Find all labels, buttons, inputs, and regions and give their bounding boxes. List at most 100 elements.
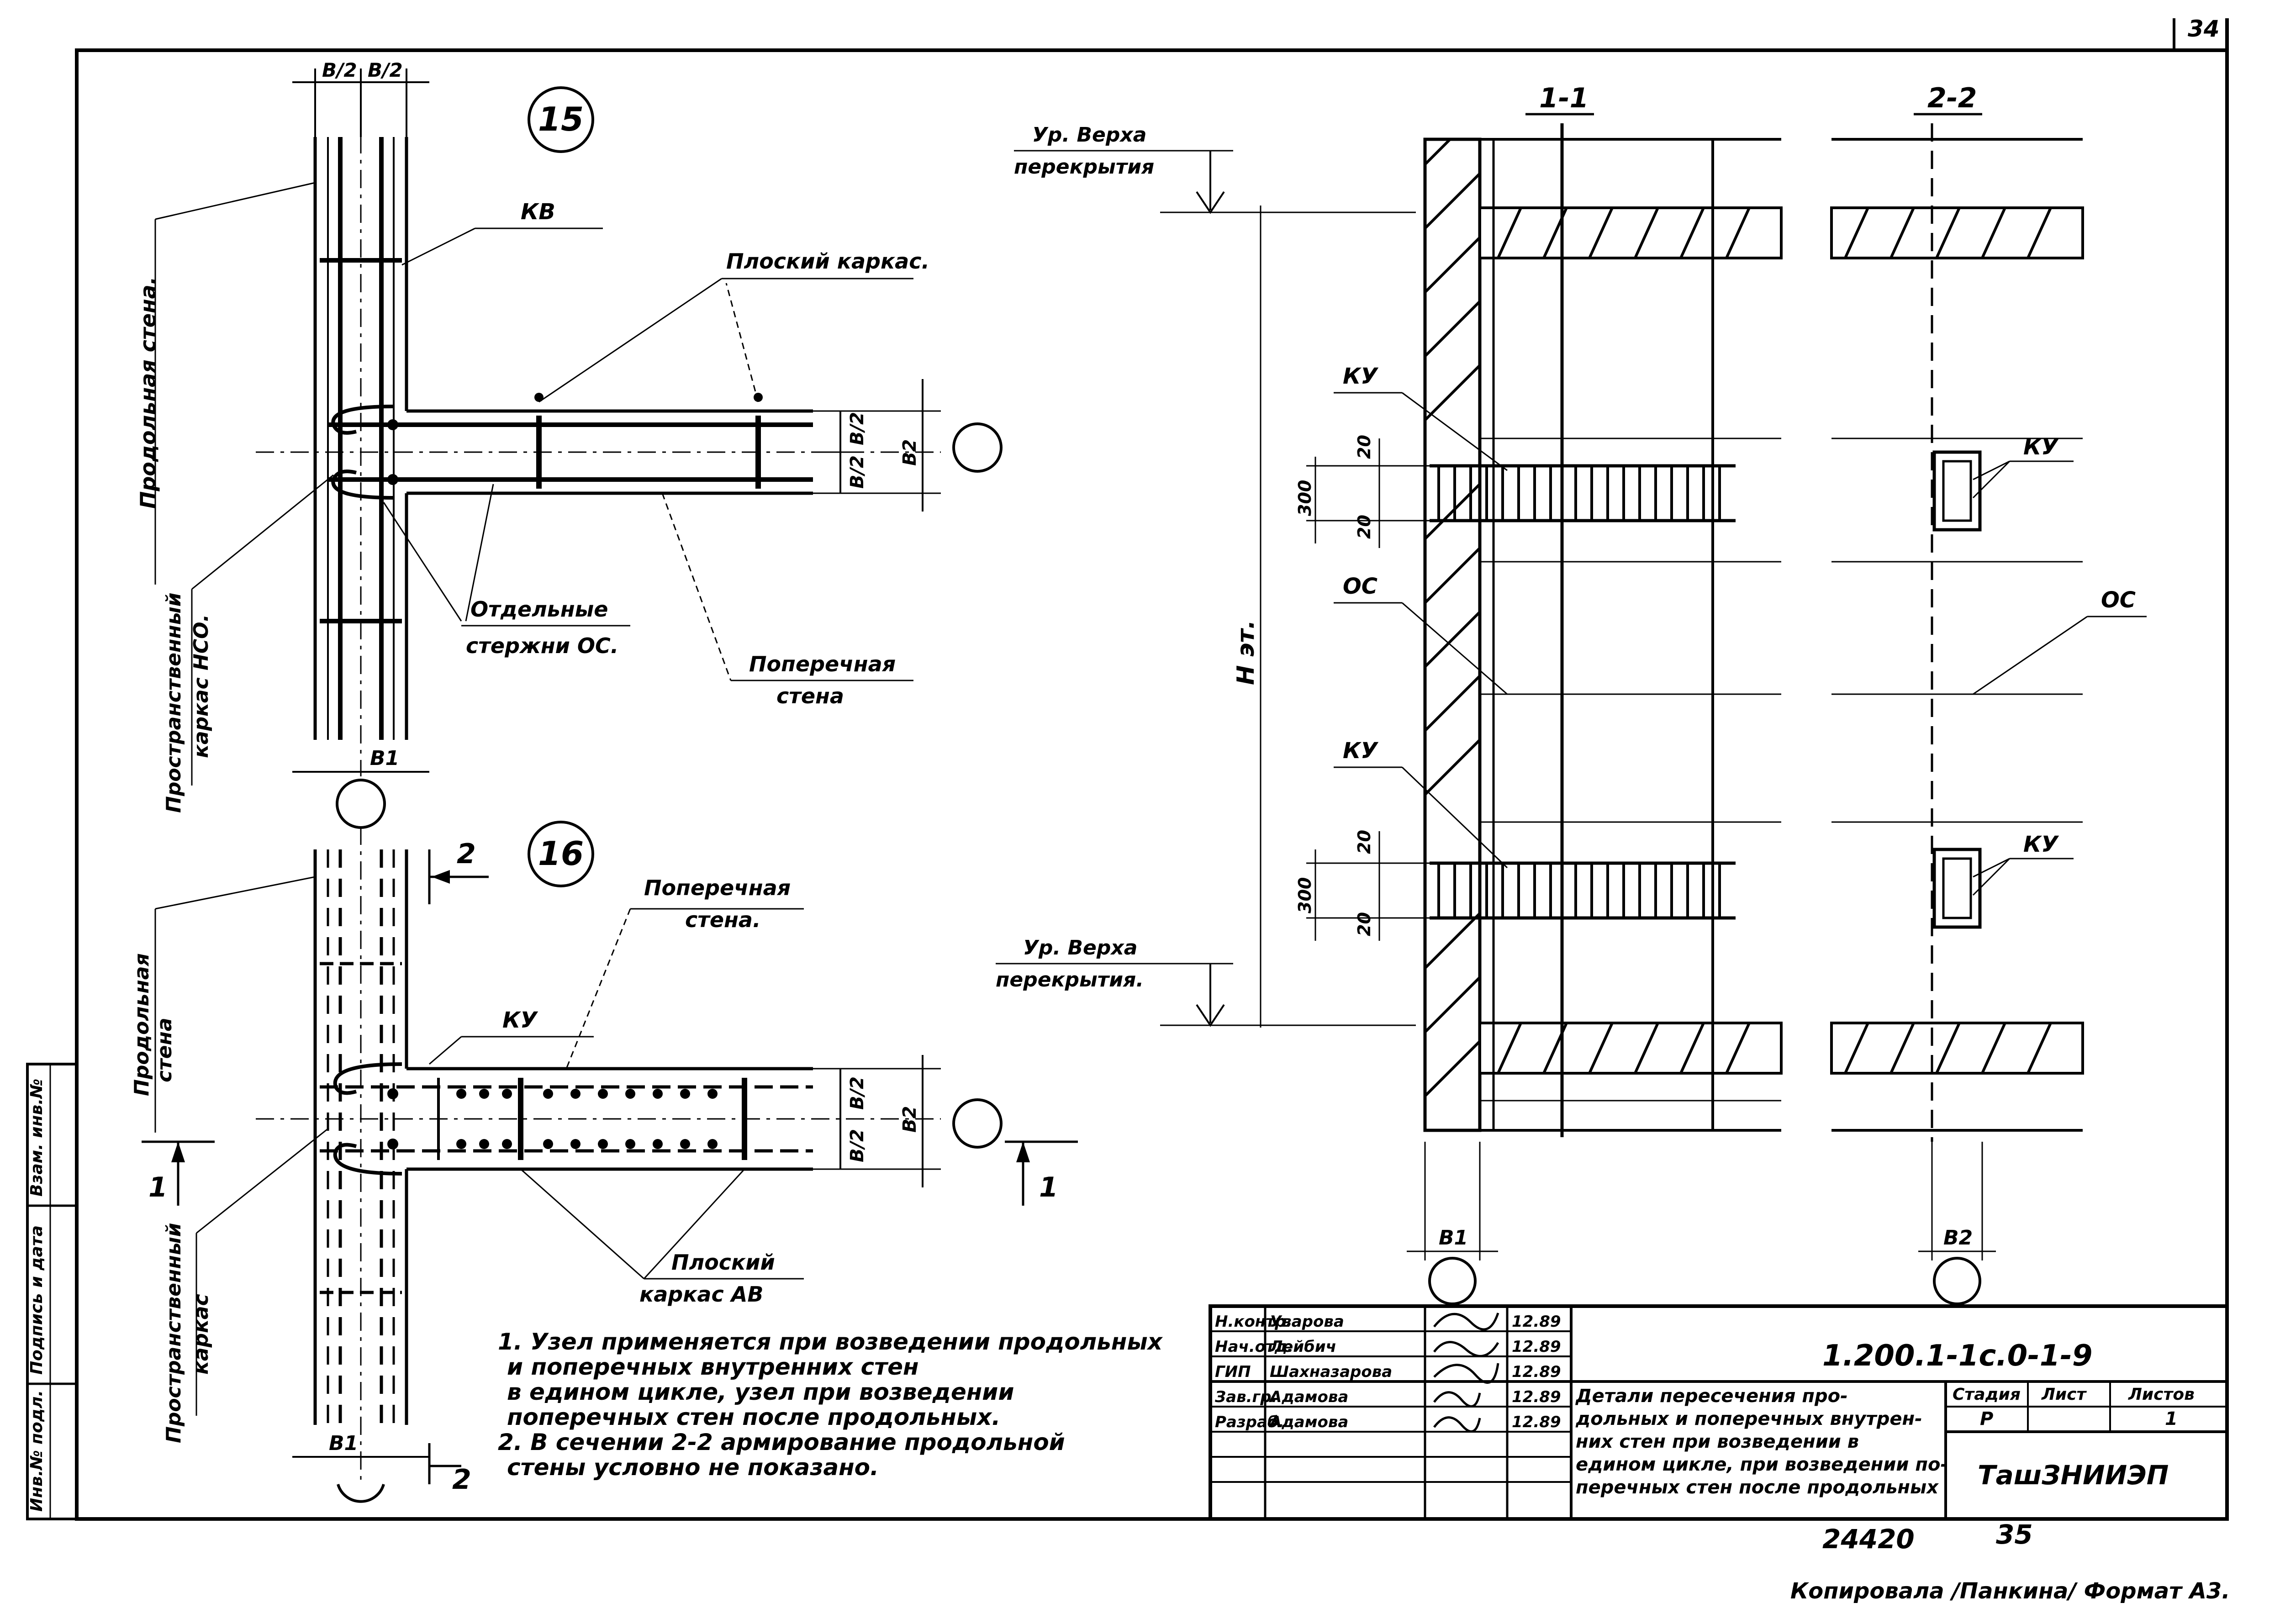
- section-2-2-dim-bottom: B2: [1943, 1226, 1973, 1250]
- section-2-2: 2-2 КУ: [1830, 82, 2147, 1305]
- stamp-signature-label: Подпись и дата: [27, 1225, 46, 1375]
- section-1-1-ku-top: КУ: [1343, 364, 1378, 389]
- sheet-frame: 34: [75, 16, 2229, 1521]
- note-line-1: 1. Узел применяется при возведении продо…: [498, 1329, 1163, 1355]
- inventory-number: 24420: [1822, 1524, 1915, 1555]
- title-block-organization: ТашЗНИИЭП: [1978, 1460, 2169, 1491]
- section-1-1-dim-20-a: 20: [1354, 435, 1374, 459]
- title-block-name-4: Адамова: [1268, 1388, 1348, 1406]
- node-16-dim-side-half-bottom: B/2: [847, 1129, 868, 1162]
- scan-note: Копировала /Панкина/ Формат А3.: [1790, 1578, 2230, 1604]
- node-16-flat-frame-1: Плоский: [671, 1250, 775, 1275]
- title-block-sheets-header: Листов: [2128, 1385, 2195, 1404]
- node-16-flat-frame-2: каркас АВ: [639, 1282, 763, 1307]
- node-16-spatial-frame-2: каркас: [190, 1294, 213, 1375]
- node-16-transverse-wall-2: стена.: [685, 907, 760, 932]
- title-block-sheet-header: Лист: [2041, 1385, 2087, 1404]
- stamp-replacement-label: Взам. инв.№: [27, 1079, 46, 1197]
- node-16-section-mark-1b: 1: [1039, 1171, 1058, 1203]
- page-number: 34: [2188, 16, 2220, 42]
- section-1-1-ku-frame-bottom: [1430, 861, 1736, 920]
- section-1-1-dim-20-b: 20: [1354, 515, 1374, 539]
- section-2-2-oc: ОС: [2101, 587, 2136, 613]
- section-1-1-dim-20-d: 20: [1354, 912, 1374, 936]
- section-1-1-title: 1-1: [1539, 82, 1589, 114]
- title-block-signatures: [1433, 1313, 1499, 1433]
- node-15-dim-side-total: B2: [899, 439, 920, 466]
- section-2-2-ku-bottom: КУ: [2023, 832, 2059, 857]
- title-block-description-3: них стен при возведении в: [1576, 1431, 1859, 1452]
- side-stamp: Инв.№ подл. Подпись и дата Взам. инв.№: [26, 1063, 78, 1520]
- bottom-page-number: 35: [1996, 1519, 2033, 1550]
- node-16-transverse-wall-1: Поперечная: [644, 875, 791, 900]
- node-16-dim-bottom: B1: [329, 1432, 358, 1455]
- title-block-description-2: дольных и поперечных внутрен-: [1575, 1408, 1922, 1429]
- node-16-rod-dots: [387, 1088, 718, 1149]
- node-16-dim-side-total: B2: [899, 1106, 920, 1133]
- section-2-2-slab-top-hatch: [1844, 207, 2052, 259]
- note-line-3: в едином цикле, узел при возведении: [507, 1379, 1014, 1405]
- section-1-1-oc: ОС: [1343, 574, 1378, 599]
- title-block: Н.контр. Нач.отд. ГИП Зав.гр. Разраб. Ув…: [1209, 1304, 2229, 1521]
- note-line-4: поперечных стен после продольных.: [507, 1404, 1000, 1430]
- node-15-number: 15: [538, 100, 584, 138]
- title-block-name-3: Шахназарова: [1270, 1363, 1392, 1381]
- node-16-spatial-frame-1: Пространственный: [162, 1223, 185, 1443]
- node-16-longitudinal-wall-2: стена: [153, 1018, 176, 1082]
- title-block-stage-header: Стадия: [1953, 1385, 2021, 1404]
- section-2-2-slab-bottom-hatch: [1844, 1022, 2052, 1074]
- section-2-2-title: 2-2: [1927, 82, 1977, 114]
- stamp-inventory-label: Инв.№ подл.: [27, 1390, 46, 1512]
- section-1-1-dim-300-bottom: 300: [1295, 877, 1315, 913]
- node-15-kv-label: КВ: [521, 199, 555, 225]
- node-15-dim-top-right: B/2: [368, 59, 403, 81]
- title-block-name-2: Лейбич: [1269, 1338, 1336, 1356]
- node-15-transverse-wall-2: стена: [776, 684, 844, 708]
- node-15-spatial-frame-2: каркас НСО.: [190, 614, 213, 758]
- title-block-role-3: ГИП: [1215, 1363, 1251, 1381]
- level-bottom-label-2: перекрытия.: [996, 968, 1144, 991]
- node-16-longitudinal-wall-1: Продольная: [130, 953, 153, 1096]
- node-15-transverse-wall-1: Поперечная: [749, 652, 896, 676]
- section-1-1-hatch: [1424, 138, 1481, 1097]
- title-block-description-4: едином цикле, при возведении по-: [1576, 1454, 1948, 1475]
- node-16-section-mark-1: 1: [148, 1171, 168, 1203]
- title-block-date-2: 12.89: [1512, 1338, 1561, 1356]
- notes: 1. Узел применяется при возведении продо…: [498, 1329, 1163, 1481]
- level-bottom-label-1: Ур. Верха: [1023, 936, 1137, 960]
- node-16-section-mark-2: 2: [457, 838, 476, 870]
- node-15-longitudinal-wall: Продольная стена.: [136, 277, 160, 509]
- title-block-role-2: Нач.отд.: [1215, 1338, 1293, 1356]
- title-block-description-1: Детали пересечения про-: [1575, 1386, 1848, 1407]
- node-16: 16 B/2: [130, 821, 1078, 1503]
- section-1-1: 1-1: [1295, 82, 1783, 1305]
- title-block-date-4: 12.89: [1512, 1388, 1561, 1406]
- node-15-separate-rods-1: Отдельные: [470, 597, 608, 622]
- node-16-number: 16: [538, 834, 584, 873]
- title-block-date-1: 12.89: [1512, 1313, 1561, 1331]
- note-line-2: и поперечных внутренних стен: [507, 1354, 919, 1380]
- node-15-dim-side-half-bottom: B/2: [847, 455, 868, 489]
- node-16-section-mark-2b: 2: [452, 1464, 471, 1496]
- title-block-role-1: Н.контр.: [1215, 1313, 1292, 1331]
- node-15-dim-bottom: B1: [370, 747, 399, 770]
- title-block-role-4: Зав.гр.: [1214, 1388, 1277, 1406]
- section-1-1-ku-bottom: КУ: [1343, 738, 1378, 764]
- title-block-name-5: Адамова: [1268, 1413, 1348, 1431]
- section-1-1-dim-bottom: B1: [1439, 1226, 1468, 1250]
- section-1-1-ku-frame-top: [1430, 464, 1736, 522]
- node-15-spatial-frame-1: Пространственный: [162, 593, 185, 813]
- node-15-separate-rods-2: стержни ОС.: [466, 633, 618, 658]
- level-marks: Ур. Верха перекрытия H эт. Ур. Верха пер…: [996, 123, 1416, 1028]
- node-16-dim-side-half-top: B/2: [847, 1076, 868, 1110]
- title-block-date-5: 12.89: [1512, 1413, 1561, 1431]
- level-top-label-1: Ур. Верха: [1032, 123, 1146, 147]
- title-block-role-5: Разраб.: [1215, 1413, 1284, 1431]
- section-1-1-dim-20-c: 20: [1354, 830, 1374, 854]
- node-15: 15 B/2 B/2: [136, 59, 1003, 829]
- title-block-date-3: 12.89: [1512, 1363, 1561, 1381]
- height-dimension: H эт.: [1232, 620, 1260, 685]
- title-block-stage-value: Р: [1980, 1408, 1993, 1429]
- section-1-1-dim-300-top: 300: [1295, 480, 1315, 516]
